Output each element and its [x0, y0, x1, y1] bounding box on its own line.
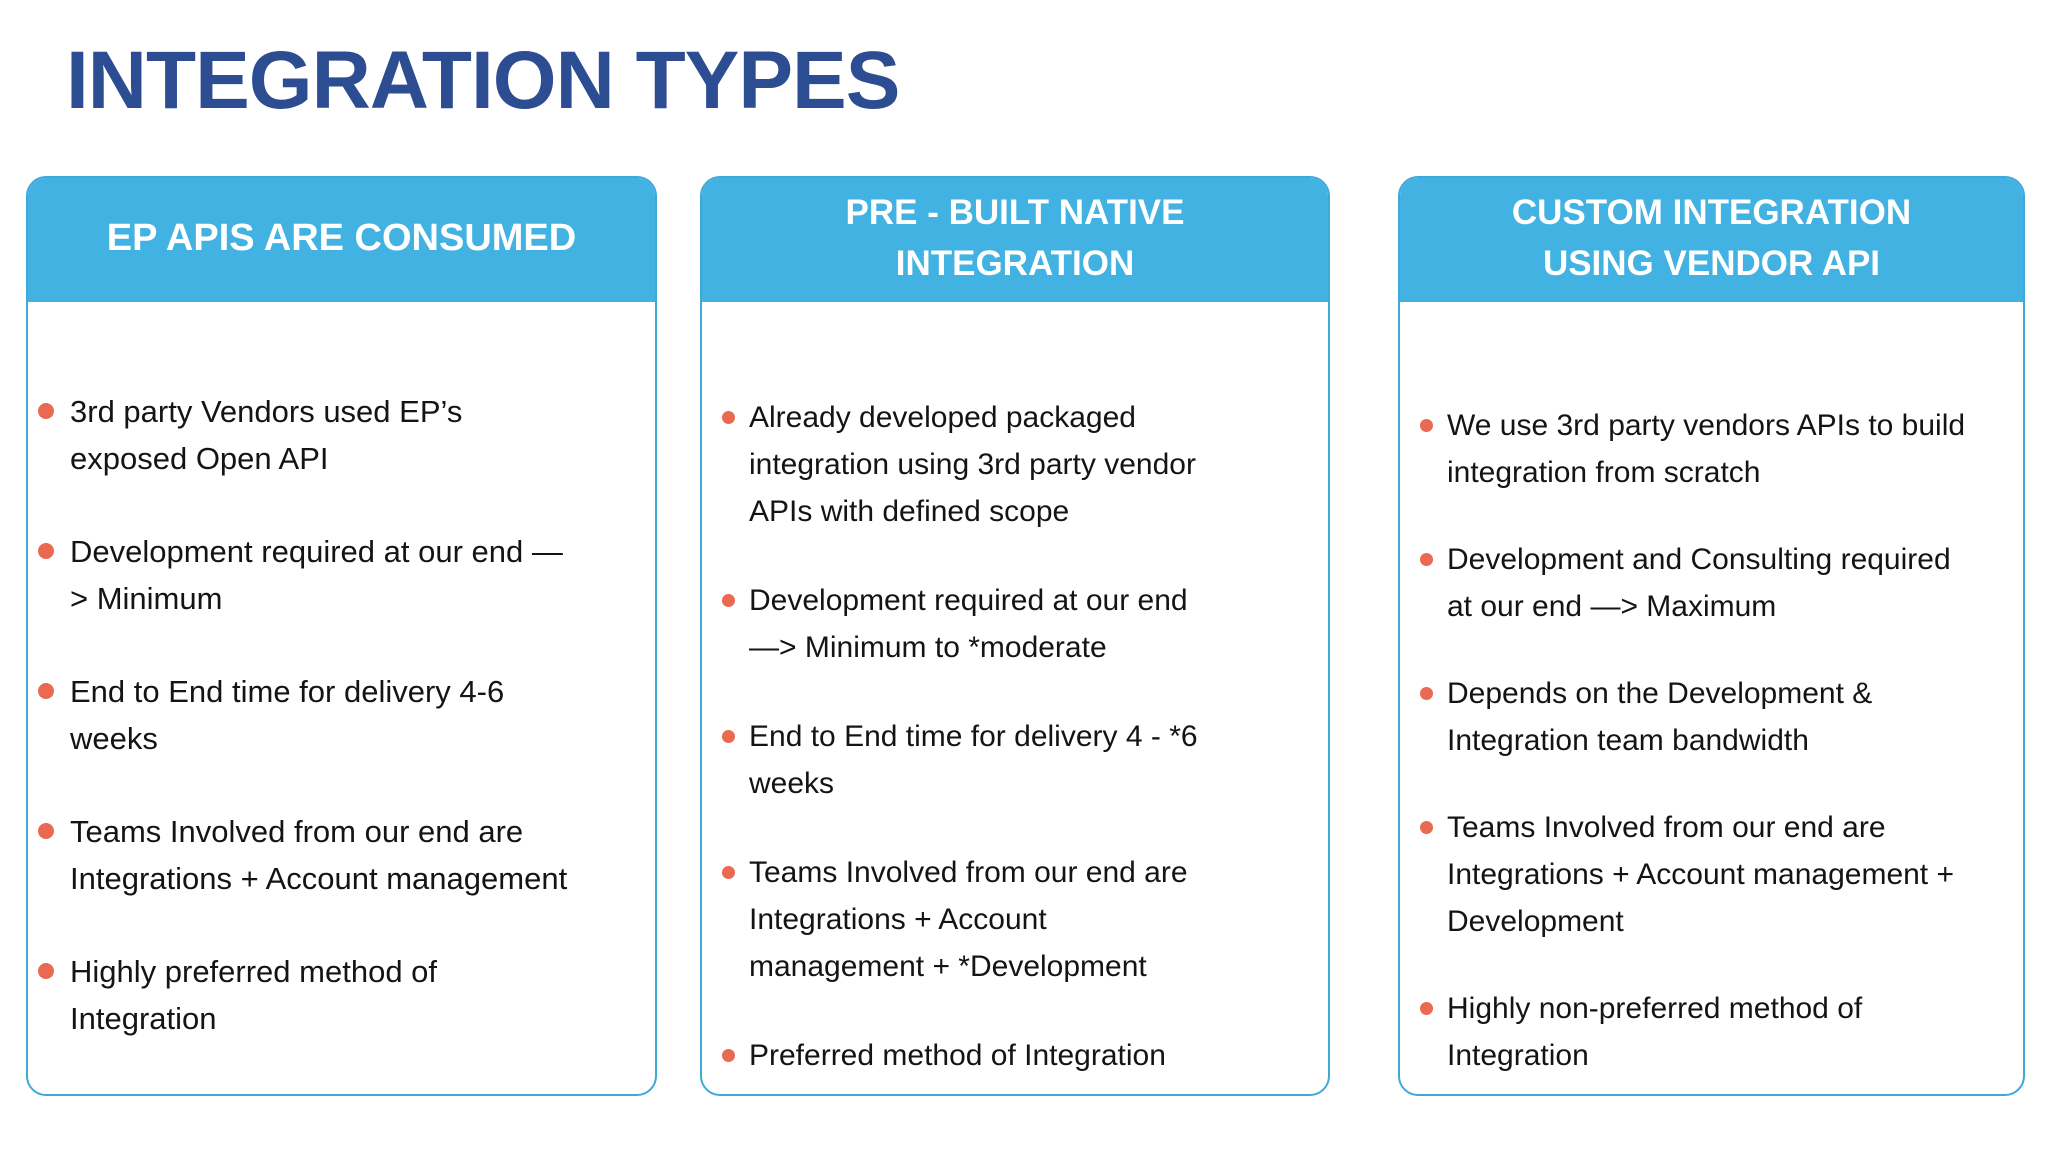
list-item: Teams Involved from our end are Integrat… [722, 849, 1310, 990]
list-item: Highly non-preferred method of Integrati… [1420, 985, 2005, 1079]
list-item: Depends on the Development & Integration… [1420, 670, 2005, 764]
list-item: Development required at our end —> Minim… [722, 577, 1310, 671]
list-item: 3rd party Vendors used EP’s exposed Open… [38, 388, 637, 482]
bullet-dot-icon [722, 594, 735, 607]
bullet-dot-icon [38, 823, 54, 839]
card-header: PRE - BUILT NATIVE INTEGRATION [702, 178, 1328, 302]
card-body: 3rd party Vendors used EP’s exposed Open… [28, 302, 655, 1042]
list-item: Already developed packaged integration u… [722, 394, 1310, 535]
page-title: INTEGRATION TYPES [66, 35, 900, 126]
card-header: EP APIS ARE CONSUMED [28, 178, 655, 302]
card-body: Already developed packaged integration u… [702, 302, 1328, 1079]
bullet-text: Already developed packaged integration u… [749, 401, 1196, 528]
card-header-title: PRE - BUILT NATIVE INTEGRATION [845, 193, 1185, 283]
bullet-dot-icon [722, 1049, 735, 1062]
bullet-text: Development and Consulting required at o… [1447, 543, 1951, 623]
card-body: We use 3rd party vendors APIs to build i… [1400, 302, 2023, 1079]
bullet-text: Preferred method of Integration [749, 1039, 1166, 1072]
bullet-text: Depends on the Development & Integration… [1447, 677, 1873, 757]
bullet-dot-icon [1420, 687, 1433, 700]
list-item: Preferred method of Integration [722, 1032, 1310, 1079]
bullet-list: 3rd party Vendors used EP’s exposed Open… [38, 388, 637, 1042]
bullet-dot-icon [38, 963, 54, 979]
bullet-list: Already developed packaged integration u… [722, 394, 1310, 1079]
bullet-text: 3rd party Vendors used EP’s exposed Open… [70, 394, 463, 476]
bullet-dot-icon [1420, 821, 1433, 834]
list-item: End to End time for delivery 4 - *6 week… [722, 713, 1310, 807]
list-item: We use 3rd party vendors APIs to build i… [1420, 402, 2005, 496]
list-item: Development required at our end —> Minim… [38, 528, 637, 622]
list-item: Teams Involved from our end are Integrat… [1420, 804, 2005, 945]
bullet-dot-icon [38, 543, 54, 559]
bullet-dot-icon [38, 403, 54, 419]
bullet-dot-icon [1420, 553, 1433, 566]
list-item: Teams Involved from our end are Integrat… [38, 808, 637, 902]
card-custom-integration-vendor-api: CUSTOM INTEGRATION USING VENDOR API We u… [1398, 176, 2025, 1096]
bullet-list: We use 3rd party vendors APIs to build i… [1420, 402, 2005, 1079]
bullet-text: End to End time for delivery 4-6 weeks [70, 674, 505, 756]
list-item: Highly preferred method of Integration [38, 948, 637, 1042]
bullet-dot-icon [722, 730, 735, 743]
bullet-text: Development required at our end —> Minim… [749, 584, 1188, 664]
bullet-text: Highly preferred method of Integration [70, 954, 438, 1036]
bullet-dot-icon [722, 411, 735, 424]
bullet-text: Highly non-preferred method of Integrati… [1447, 992, 1863, 1072]
list-item: End to End time for delivery 4-6 weeks [38, 668, 637, 762]
bullet-text: Teams Involved from our end are Integrat… [70, 814, 568, 896]
list-item: Development and Consulting required at o… [1420, 536, 2005, 630]
bullet-text: We use 3rd party vendors APIs to build i… [1447, 409, 1966, 489]
bullet-text: Development required at our end —> Minim… [70, 534, 563, 616]
bullet-dot-icon [1420, 1002, 1433, 1015]
bullet-dot-icon [38, 683, 54, 699]
card-header-title: CUSTOM INTEGRATION USING VENDOR API [1511, 193, 1912, 283]
card-header: CUSTOM INTEGRATION USING VENDOR API [1400, 178, 2023, 302]
bullet-dot-icon [722, 866, 735, 879]
bullet-text: Teams Involved from our end are Integrat… [749, 856, 1188, 983]
bullet-dot-icon [1420, 419, 1433, 432]
bullet-text: Teams Involved from our end are Integrat… [1447, 811, 1954, 938]
card-header-title: EP APIS ARE CONSUMED [106, 217, 577, 260]
card-pre-built-native-integration: PRE - BUILT NATIVE INTEGRATION Already d… [700, 176, 1330, 1096]
card-ep-apis-consumed: EP APIS ARE CONSUMED 3rd party Vendors u… [26, 176, 657, 1096]
bullet-text: End to End time for delivery 4 - *6 week… [749, 720, 1198, 800]
